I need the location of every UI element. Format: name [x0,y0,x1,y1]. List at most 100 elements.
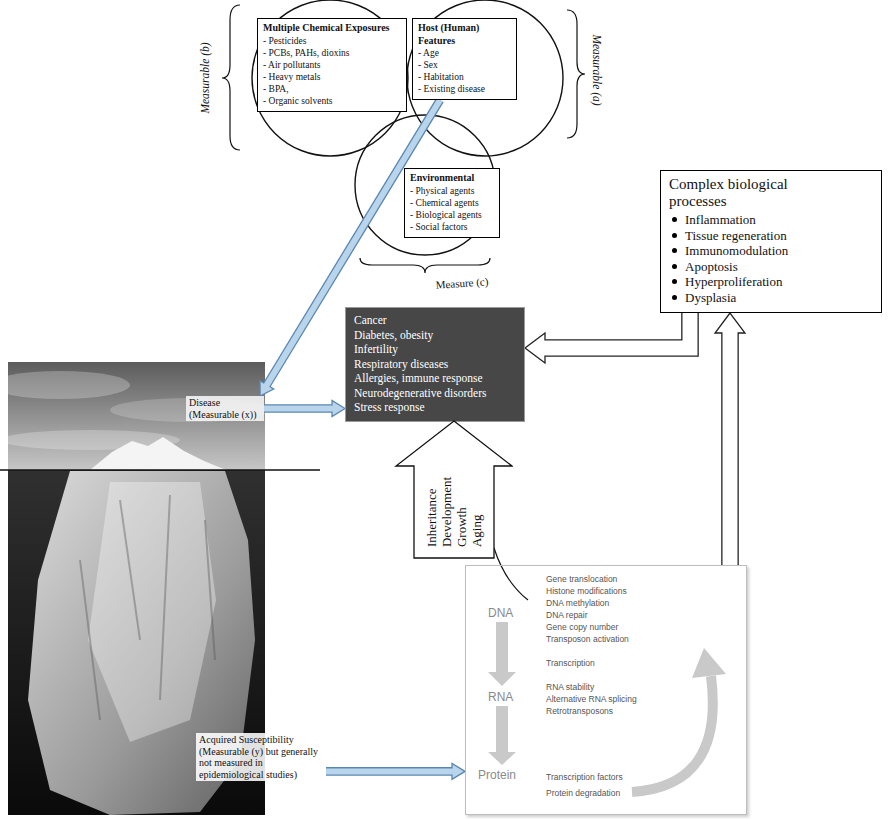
list-item: - Age [418,47,511,59]
mechanism-item: Transcription [546,658,595,668]
arrow-shaft [326,768,454,774]
list-item: - Sex [418,59,511,71]
list-item: - Air pollutants [263,59,401,71]
text-row: Histone modifications [546,586,627,596]
text-row: - Social factors [410,221,494,233]
list-item: Infertility [354,342,516,357]
box-heading: Complex biological processes [669,176,819,210]
curly-bracket [360,258,490,273]
mechanism-item: RNA stability [546,682,594,692]
text-row: Dysplasia [669,290,873,306]
arrow-shaft [723,331,738,565]
process-box: Complex biological processesInflammation… [660,170,882,313]
molecule-label: Protein [478,768,516,782]
bullet-dot [672,264,677,269]
list-item: - Organic solvents [263,95,401,107]
process-arrow [488,706,516,765]
ice-highlight [88,482,216,742]
text-row: Retrotransposons [546,706,613,716]
flow-arrow [264,401,345,417]
text-row: - Physical agents [410,185,494,197]
text-row: Respiratory diseases [354,357,516,372]
bullet-dot [672,217,677,222]
text-row: - Sex [418,59,511,71]
bracket-label: Measurable (b) [199,42,211,113]
feedback-arrow [692,648,726,678]
list-item: Apoptosis [685,259,738,275]
mechanism-item: Gene copy number [546,622,618,632]
curly-bracket [567,10,585,138]
text-row: Protein degradation [546,788,620,798]
venn-circle [407,0,563,156]
callout-label: Acquired Susceptibility (Measurable (y) … [196,733,326,781]
list-item: Tissue regeneration [685,228,787,244]
text-row: RNA [488,690,513,704]
list-item: Dysplasia [685,290,736,306]
list-item: - Heavy metals [263,71,401,83]
mechanism-item: Retrotransposons [546,706,613,716]
block-arrow: Inheritance Development Growth Aging [393,420,513,560]
text-row: Stress response [354,400,516,415]
box-heading: Host (Human) Features [418,22,511,47]
arrow-shaft [543,313,690,348]
text-row: Disease (Measurable (x)) [189,397,261,420]
text-row: - Age [418,47,511,59]
cloud [8,371,130,399]
list-item: Inflammation [685,212,756,228]
callout-label: Disease (Measurable (x)) [186,396,264,421]
measure-label: Measurable (a) [591,34,603,105]
molecule-label: DNA [488,606,513,620]
exposure-box: Multiple Chemical Exposures- Pesticides-… [257,18,407,112]
text-row: - PCBs, PAHs, dioxins [263,47,401,59]
text-row: Host (Human) Features [418,22,511,47]
text-row: Diabetes, obesity [354,328,516,343]
list-item: Cancer [354,313,516,328]
bullet-dot [672,233,677,238]
text-row: Multiple Chemical Exposures [263,22,401,35]
bullet-dot [672,248,677,253]
mechanism-item: DNA repair [546,610,588,620]
mechanism-item: Gene translocation [546,574,617,584]
text-row: DNA [488,606,513,620]
ice-streak [80,495,215,720]
text-row: DNA methylation [546,598,609,608]
list-item: - PCBs, PAHs, dioxins [263,47,401,59]
text-row: - Chemical agents [410,197,494,209]
text-row: Gene translocation [546,574,617,584]
text-row: Transcription [546,658,595,668]
bracket-label: Measure (c) [435,275,489,291]
molecule-label: RNA [488,690,513,704]
text-row: Gene copy number [546,622,618,632]
text-row: Infertility [354,342,516,357]
text-row: Hyperproliferation [669,274,873,290]
text-row: - Existing disease [418,83,511,95]
text-row: - Heavy metals [263,71,401,83]
text-row: Tissue regeneration [669,228,873,244]
text-row: - Pesticides [263,35,401,47]
bullet-dot [672,279,677,284]
text-row: DNA repair [546,610,588,620]
text-row: Transposon activation [546,634,629,644]
mechanism-item: Protein degradation [546,788,620,798]
text-row: Neurodegenerative disorders [354,386,516,401]
arrow-shaft [264,406,334,412]
disease-box: CancerDiabetes, obesityInfertilityRespir… [345,307,525,422]
host-box: Host (Human) Features- Age- Sex- Habitat… [412,18,517,100]
list-item: Diabetes, obesity [354,328,516,343]
text-row: - BPA, [263,83,401,95]
list-item: - Physical agents [410,185,494,197]
mechanism-item: Histone modifications [546,586,627,596]
list-item: Hyperproliferation [685,274,782,290]
list-item: Neurodegenerative disorders [354,386,516,401]
text-row: Allergies, immune response [354,371,516,386]
waterline [0,469,320,471]
bullet-dot [672,295,677,300]
text-row: Environmental [410,172,494,185]
box-heading: Multiple Chemical Exposures [263,22,401,35]
bracket-label: Measurable (a) [591,34,603,105]
flow-arrow [525,313,690,363]
environment-box: Environmental- Physical agents- Chemical… [404,168,500,238]
flow-arrow [715,313,745,565]
measure-label: Measure (c) [435,275,489,291]
mechanism-panel: DNA RNA Protein Gene translocationHistone m… [465,565,747,815]
